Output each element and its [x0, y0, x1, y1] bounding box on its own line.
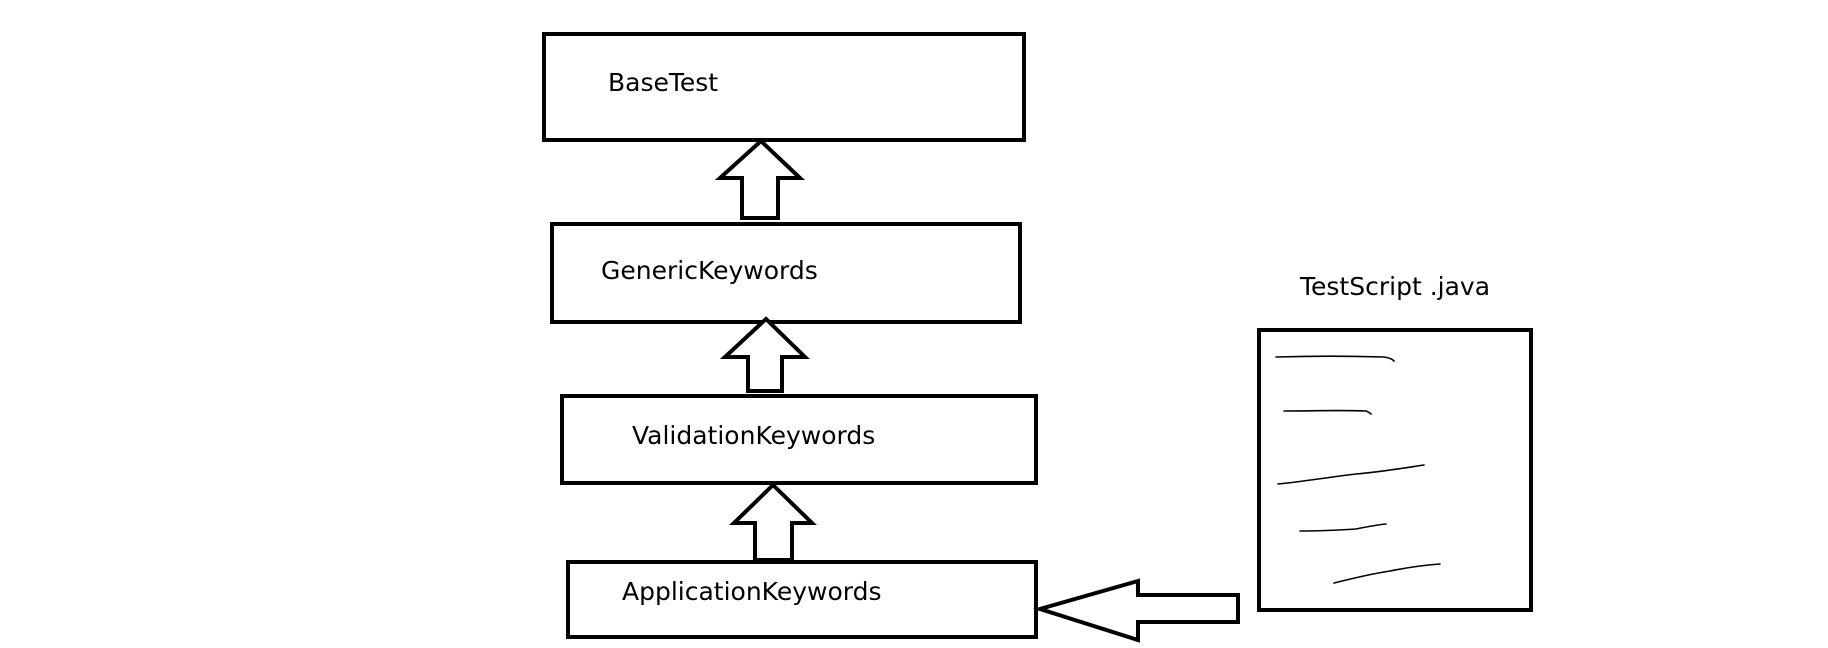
arrow-generic-to-base	[714, 138, 806, 220]
node-base-test-label: BaseTest	[608, 68, 718, 97]
text-line-2	[1283, 409, 1372, 415]
arrow-validation-to-generic	[719, 316, 810, 393]
node-generic-keywords: GenericKeywords	[550, 222, 1022, 324]
node-generic-keywords-label: GenericKeywords	[601, 256, 818, 285]
test-script-document: TestScript .java	[1257, 272, 1533, 612]
node-validation-keywords: ValidationKeywords	[560, 394, 1038, 485]
node-base-test: BaseTest	[542, 32, 1026, 142]
text-line-1	[1275, 355, 1395, 362]
node-application-keywords: ApplicationKeywords	[566, 560, 1038, 639]
arrow-application-to-validation	[729, 482, 817, 562]
node-application-keywords-label: ApplicationKeywords	[622, 577, 882, 606]
arrow-testscript-to-application	[1033, 578, 1240, 643]
node-validation-keywords-label: ValidationKeywords	[632, 421, 875, 450]
text-line-5	[1333, 563, 1441, 584]
test-script-title: TestScript .java	[1299, 272, 1490, 301]
text-line-4	[1299, 523, 1387, 532]
text-line-3	[1277, 464, 1425, 485]
